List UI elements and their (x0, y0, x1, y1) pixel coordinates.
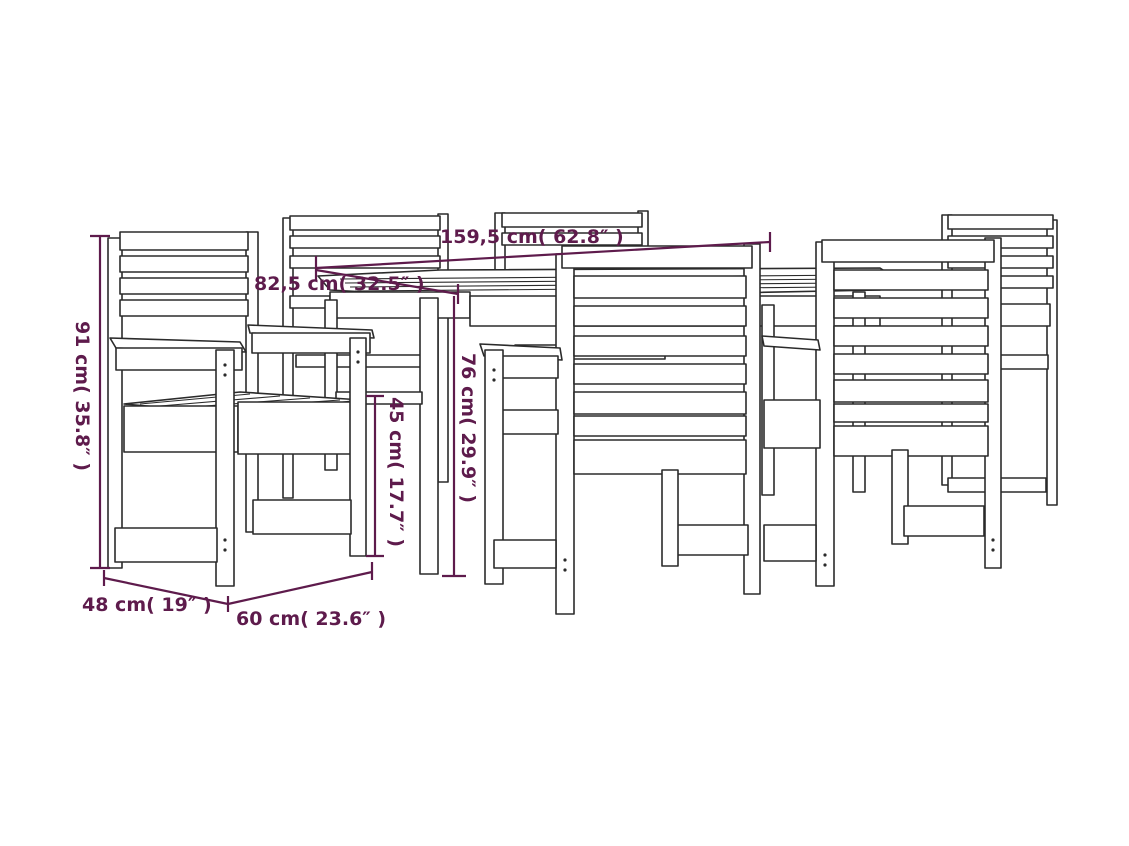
dimension-lines (90, 232, 772, 612)
chair-depth-label: 48 cm( 19″ ) (82, 594, 212, 616)
chair-height-label: 91 cm( 35.8″ ) (71, 321, 93, 471)
table-length-label: 159,5 cm( 62.8″ ) (440, 226, 624, 248)
armchair-right (761, 237, 1002, 587)
table-width-label: 82,5 cm( 32.5″ ) (254, 273, 425, 295)
chair-width-label: 60 cm( 23.6″ ) (236, 608, 386, 630)
seat-height-label: 45 cm( 17.7″ ) (385, 397, 407, 547)
table-height-label: 76 cm( 29.9″ ) (457, 353, 479, 503)
armchair-center (479, 243, 761, 615)
armchair-left (107, 231, 375, 587)
